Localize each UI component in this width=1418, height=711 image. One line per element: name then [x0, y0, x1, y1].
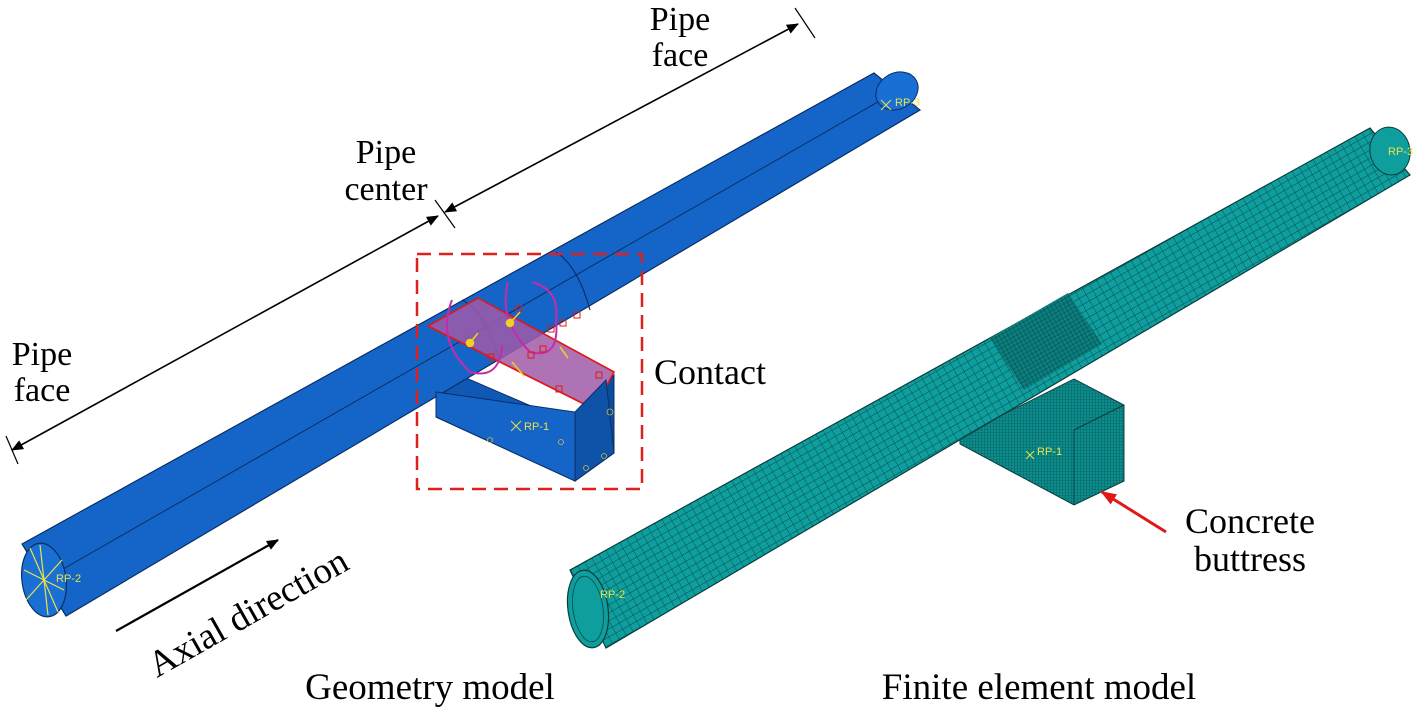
- axial-direction-label: Axial direction: [141, 540, 355, 685]
- contact-region: [426, 281, 616, 411]
- concrete-buttress-arrow: [1100, 490, 1167, 534]
- dimension-lines: [5, 7, 816, 632]
- concrete-label: Concrete: [1185, 501, 1315, 541]
- fe-pipe: [566, 126, 1411, 649]
- geo-rp3-label: RP-3: [895, 97, 920, 109]
- pipe-center-line1: Pipe: [356, 134, 416, 171]
- rp2-geo-cross-icon: [23, 544, 65, 616]
- fe-buttress: [959, 378, 1125, 506]
- finite-element-model: RP-1 RP-2 RP-3: [566, 126, 1413, 649]
- buttress-label: buttress: [1194, 539, 1306, 579]
- rp1-fe-cross-icon: [1025, 450, 1035, 460]
- fe-rp3-label: RP-3: [1388, 146, 1413, 158]
- fe-rp2-label: RP-2: [600, 589, 625, 601]
- geometry-buttress-front: [435, 378, 615, 482]
- geo-rp2-label: RP-2: [56, 573, 81, 585]
- fe-rp1-label: RP-1: [1037, 446, 1062, 458]
- pipe-face-top-line2: face: [652, 37, 709, 74]
- geometry-model-caption: Geometry model: [305, 667, 555, 708]
- pipe-center-line2: center: [344, 171, 428, 208]
- rp1-geo-cross-icon: [510, 420, 522, 432]
- rp3-geo-cross-icon: [880, 99, 892, 111]
- geo-rp1-label: RP-1: [524, 421, 549, 433]
- contact-label: Contact: [654, 352, 766, 392]
- finite-element-model-caption: Finite element model: [882, 667, 1196, 708]
- pipe-face-left-line2: face: [14, 372, 71, 409]
- axial-direction-arrow: [115, 539, 279, 632]
- pipe-face-top-line1: Pipe: [650, 1, 710, 38]
- pipe-face-left-line1: Pipe: [12, 336, 72, 373]
